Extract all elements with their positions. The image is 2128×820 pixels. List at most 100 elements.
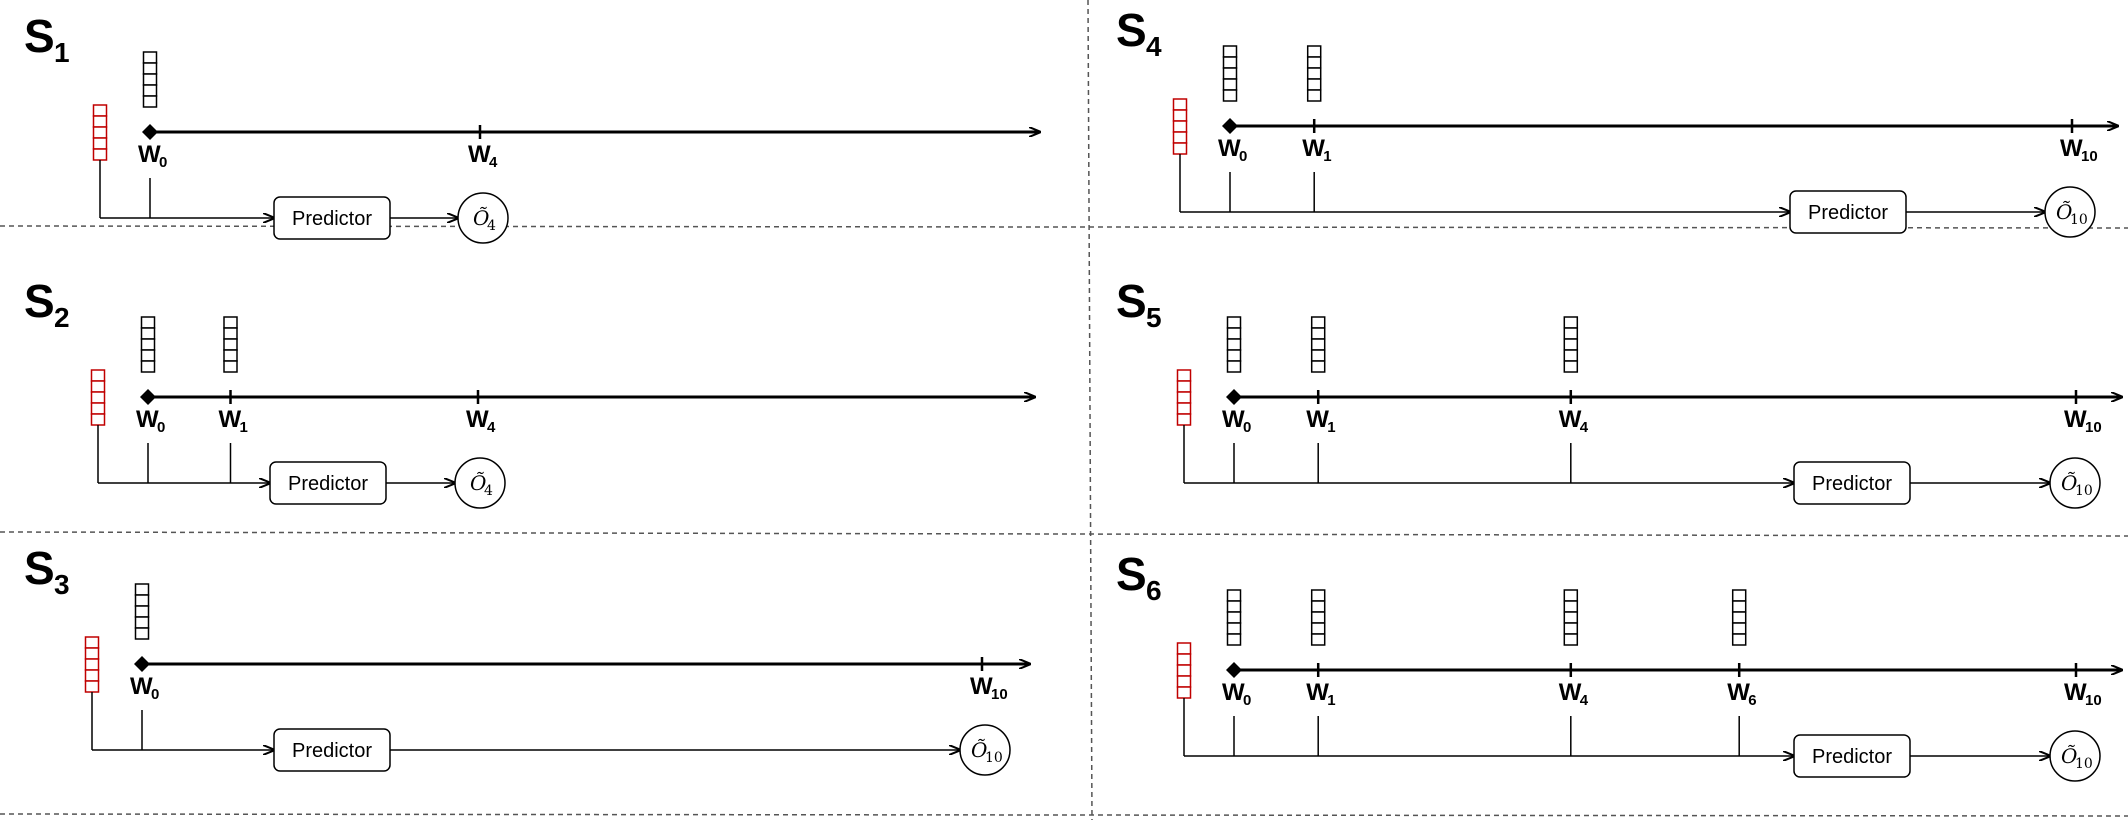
timestep-label: W xyxy=(1559,679,1582,706)
timestep-label: W xyxy=(1559,406,1582,433)
timestep-label: W xyxy=(1727,679,1750,706)
static-feature-stack-cell xyxy=(1176,413,1192,426)
dynamic-feature-stack-cell xyxy=(223,338,238,351)
static-feature-stack-cell xyxy=(1172,109,1188,122)
dynamic-feature-stack-cell xyxy=(1226,338,1242,351)
static-feature-stack-cell xyxy=(1172,131,1188,144)
dynamic-feature-stack-cell xyxy=(1563,316,1579,329)
timestep-label-subscript: 0 xyxy=(159,154,167,171)
dynamic-feature-stack-cell xyxy=(1222,56,1238,69)
static-feature-stack-cell xyxy=(90,413,106,426)
dynamic-feature-stack-cell xyxy=(1310,589,1326,602)
horizontal-divider-3 xyxy=(0,813,2128,817)
dynamic-feature-stack-cell xyxy=(142,62,158,75)
dynamic-feature-stack xyxy=(140,316,156,373)
timestep-label-subscript: 0 xyxy=(1243,419,1251,436)
scenario-label: S xyxy=(24,10,55,62)
static-feature-stack-cell xyxy=(84,680,100,693)
static-feature-stack-cell xyxy=(90,402,106,415)
dynamic-feature-stack-cell xyxy=(1226,349,1242,362)
timestep-label: W xyxy=(1222,679,1245,706)
dynamic-feature-stack-cell xyxy=(1563,360,1579,373)
dynamic-feature-stack-cell xyxy=(1731,611,1747,624)
dynamic-feature-stack-cell xyxy=(1563,349,1579,362)
timestep-label-subscript: 1 xyxy=(1327,692,1335,709)
static-feature-stack-cell xyxy=(1176,675,1192,688)
dynamic-feature-stack xyxy=(1222,45,1238,102)
dynamic-feature-stack-cell xyxy=(223,349,238,362)
timestep-label-subscript: 10 xyxy=(2085,692,2102,709)
static-feature-stack-cell xyxy=(84,647,100,660)
dynamic-feature-stack-cell xyxy=(1563,338,1579,351)
predicted-outcome-symbol: Õ xyxy=(971,738,987,762)
predicted-outcome-node xyxy=(457,192,509,244)
dynamic-feature-stack-cell xyxy=(134,583,150,596)
dynamic-feature-stack-cell xyxy=(1306,89,1322,102)
timestep-label-subscript: 0 xyxy=(1239,148,1247,165)
dynamic-feature-stack-cell xyxy=(1563,611,1579,624)
scenario-label-subscript: 2 xyxy=(54,302,70,333)
timestep-label: W xyxy=(136,406,159,433)
static-feature-stack-cell xyxy=(84,658,100,671)
timeline-origin-marker xyxy=(1226,662,1242,678)
timestep-label-subscript: 1 xyxy=(1323,148,1331,165)
dynamic-feature-stack-cell xyxy=(142,73,158,86)
static-feature-stack-cell xyxy=(92,126,108,139)
dynamic-feature-stack-cell xyxy=(134,627,150,640)
dynamic-feature-stack-cell xyxy=(1226,611,1242,624)
timestep-label-subscript: 10 xyxy=(2081,148,2098,165)
scenario-label: S xyxy=(24,275,55,327)
static-feature-stack-cell xyxy=(92,115,108,128)
dynamic-feature-stack xyxy=(223,316,238,373)
timestep-label: W xyxy=(1222,406,1245,433)
predicted-outcome-node xyxy=(959,724,1011,776)
timestep-label: W xyxy=(219,406,242,433)
timestep-label: W xyxy=(138,141,161,168)
timeline-origin-marker xyxy=(142,124,158,140)
dynamic-feature-stack-cell xyxy=(1731,633,1747,646)
dynamic-feature-stack xyxy=(1731,589,1747,646)
dynamic-feature-stack-cell xyxy=(1310,349,1326,362)
static-feature-stack-cell xyxy=(90,380,106,393)
timestep-label-subscript: 1 xyxy=(240,419,248,436)
dynamic-feature-stack-cell xyxy=(1226,633,1242,646)
static-feature-stack-cell xyxy=(84,669,100,682)
dynamic-feature-stack-cell xyxy=(140,349,156,362)
dynamic-feature-stack-cell xyxy=(140,338,156,351)
timestep-label: W xyxy=(2064,406,2087,433)
predicted-outcome-symbol: Õ xyxy=(2061,744,2077,768)
dynamic-feature-stack-cell xyxy=(1563,327,1579,340)
scenario-label: S xyxy=(1116,275,1147,327)
predicted-outcome-symbol: Õ xyxy=(473,206,489,230)
dynamic-feature-stack-cell xyxy=(1563,633,1579,646)
dynamic-feature-stack-cell xyxy=(223,327,238,340)
scenario-label-subscript: 1 xyxy=(54,37,70,68)
dynamic-feature-stack-cell xyxy=(1731,600,1747,613)
timestep-label: W xyxy=(130,673,153,700)
dynamic-feature-stack-cell xyxy=(1731,622,1747,635)
predicted-outcome-node xyxy=(2049,730,2101,782)
dynamic-feature-stack-cell xyxy=(1226,327,1242,340)
timeline-origin-marker xyxy=(140,389,156,405)
scenario-label: S xyxy=(1116,4,1147,56)
dynamic-feature-stack-cell xyxy=(1226,360,1242,373)
dynamic-feature-stack-cell xyxy=(1310,633,1326,646)
dynamic-feature-stack-cell xyxy=(1563,589,1579,602)
dynamic-feature-stack-cell xyxy=(134,594,150,607)
scenario-label-subscript: 6 xyxy=(1146,575,1162,606)
predictor-label: Predictor xyxy=(292,740,372,762)
static-feature-stack-cell xyxy=(1176,653,1192,666)
scenario-label-subscript: 4 xyxy=(1146,31,1162,62)
static-feature-stack xyxy=(84,636,100,693)
dynamic-feature-stack-cell xyxy=(1222,67,1238,80)
predicted-outcome-node xyxy=(2044,186,2096,238)
timestep-label-subscript: 6 xyxy=(1748,692,1756,709)
dynamic-feature-stack-cell xyxy=(1563,622,1579,635)
dynamic-feature-stack-cell xyxy=(1563,600,1579,613)
dynamic-feature-stack xyxy=(1563,589,1579,646)
timestep-label-subscript: 4 xyxy=(1580,692,1589,709)
